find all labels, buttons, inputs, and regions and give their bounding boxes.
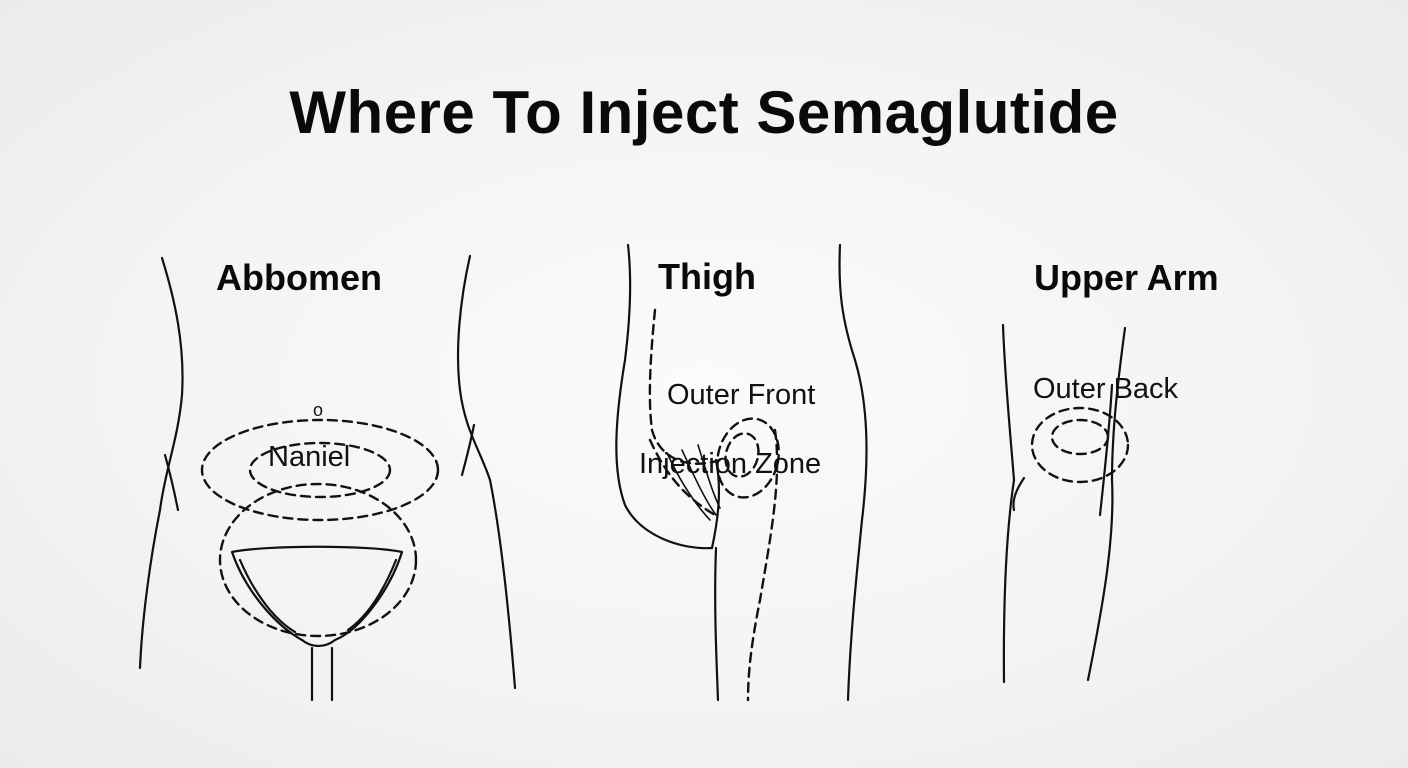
abdomen-inner-zone xyxy=(248,441,392,499)
abdomen-pelvis-inner-right xyxy=(346,558,398,632)
thigh-injection-zone-inner xyxy=(724,432,760,478)
thigh-hatch-1 xyxy=(667,454,711,521)
abdomen-left-waist xyxy=(163,453,180,512)
abdomen-right-hip xyxy=(460,423,476,477)
abdomen-right-outline xyxy=(456,254,517,690)
abdomen-outer-zone xyxy=(200,418,440,522)
abdomen-zone-label: Naniel xyxy=(268,441,351,473)
upper-arm-label: Upper Arm xyxy=(1034,257,1219,298)
thigh-label: Thigh xyxy=(658,256,756,297)
abdomen-pelvis-shape xyxy=(230,545,404,648)
abdomen-left-outline xyxy=(138,256,184,670)
abdomen-pelvis-inner-left xyxy=(238,558,297,634)
thigh-zone-label-injection: Injection Zone xyxy=(639,448,822,480)
thigh-outer-dashed-line xyxy=(648,308,722,465)
abdomen-label: Abbomen xyxy=(216,257,382,298)
navel-marker: o xyxy=(313,400,324,420)
thigh-right-outline xyxy=(838,243,868,702)
arm-outer-zone xyxy=(1030,406,1130,484)
thigh-leg-line xyxy=(714,546,720,702)
thigh-lower-dashed-line xyxy=(746,428,779,702)
arm-left-crease xyxy=(1012,476,1026,512)
arm-inner-zone xyxy=(1050,418,1110,456)
thigh-zone-curve-1 xyxy=(648,438,717,517)
thigh-left-outline xyxy=(615,243,714,550)
page-title: Where To Inject Semaglutide xyxy=(289,79,1119,146)
arm-zone-label-outer-back: Outer Back xyxy=(1033,373,1179,405)
thigh-hatch-3 xyxy=(697,444,721,509)
arm-right-outline xyxy=(1086,326,1127,682)
upper-arm-figure xyxy=(1001,323,1130,684)
arm-left-outline xyxy=(1001,323,1016,684)
thigh-zone-label-outer-front: Outer Front xyxy=(667,379,816,411)
abdomen-figure xyxy=(138,254,517,702)
abdomen-lower-zone xyxy=(218,482,418,638)
thigh-hatch-2 xyxy=(681,449,717,516)
thigh-figure xyxy=(615,243,868,702)
